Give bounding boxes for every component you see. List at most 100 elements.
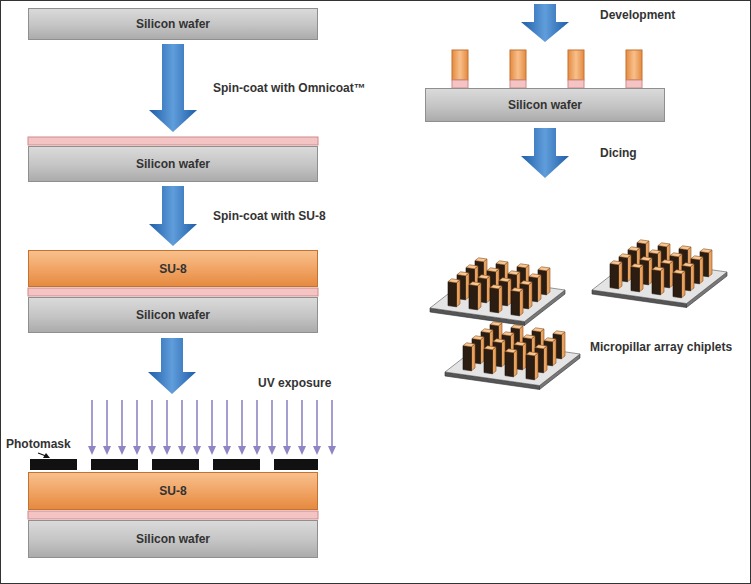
pillar-top — [679, 246, 691, 250]
pillar-side — [618, 262, 622, 289]
pillar-top — [529, 274, 541, 278]
silicon-wafer: Silicon wafer — [28, 146, 318, 182]
layer-name: Silicon wafer — [136, 17, 210, 31]
pillar-front — [526, 355, 534, 380]
pillar-top — [619, 254, 631, 258]
uv-ray — [91, 400, 93, 448]
process-arrow — [149, 186, 197, 246]
pillar-side — [465, 273, 469, 300]
pillar-top — [511, 325, 523, 329]
uv-ray-head — [268, 446, 276, 455]
process-arrow — [521, 128, 569, 178]
pillar-side — [537, 275, 541, 302]
su8-pillar — [568, 50, 584, 80]
uv-ray — [316, 400, 318, 448]
omnicoat-base — [568, 80, 584, 88]
omnicoat-base — [510, 80, 526, 88]
uv-ray — [286, 400, 288, 448]
pillar-side — [471, 344, 475, 371]
pillar-front — [631, 267, 639, 292]
photomask-bar — [91, 459, 138, 470]
pillar-front — [484, 349, 492, 374]
uv-ray-head — [223, 446, 231, 455]
pillar-front — [610, 264, 618, 289]
pillar-top — [475, 258, 487, 262]
pillar-top — [523, 335, 535, 339]
omnicoat-layer — [28, 137, 318, 145]
uv-ray — [106, 400, 108, 448]
uv-ray — [256, 400, 258, 448]
silicon-wafer: Silicon wafer — [28, 520, 318, 558]
uv-ray — [301, 400, 303, 448]
pillar-side — [507, 279, 511, 306]
step-label: Spin-coat with SU-8 — [213, 209, 326, 223]
uv-ray — [241, 400, 243, 448]
pillar-top — [505, 349, 517, 353]
pillar-top — [466, 265, 478, 269]
pillar-side — [660, 268, 664, 295]
caption-label: Micropillar array chiplets — [590, 340, 732, 354]
pillar-top — [670, 253, 682, 257]
pillar-front — [511, 291, 519, 316]
omnicoat-base — [626, 80, 642, 88]
su8-layer: SU-8 — [28, 472, 318, 510]
uv-ray — [226, 400, 228, 448]
pillar-top — [472, 336, 484, 340]
pillar-top — [478, 275, 490, 279]
pillar-top — [637, 240, 649, 244]
process-arrow — [149, 44, 197, 132]
pillar-top — [640, 257, 652, 261]
pillar-top — [520, 281, 532, 285]
pillar-top — [553, 331, 565, 335]
su8-pillar — [510, 50, 526, 80]
pillar-top — [631, 264, 643, 268]
pillar-top — [490, 322, 502, 326]
chiplets — [430, 240, 727, 390]
pillar-top — [502, 332, 514, 336]
uv-ray-head — [193, 446, 201, 455]
uv-rays — [88, 400, 336, 455]
uv-ray — [331, 400, 333, 448]
pillar-top — [673, 270, 685, 274]
pillar-side — [477, 283, 481, 310]
pillar-top — [535, 345, 547, 349]
uv-ray-head — [253, 446, 261, 455]
pillar-side — [681, 271, 685, 298]
pillar-top — [628, 247, 640, 251]
omnicoat-base — [452, 80, 468, 88]
layer-name: Silicon wafer — [136, 532, 210, 546]
uv-ray — [136, 400, 138, 448]
photomask-bar — [213, 459, 260, 470]
chiplet — [445, 322, 580, 390]
silicon-wafer: Silicon wafer — [28, 297, 318, 333]
omnicoat-layer — [28, 288, 318, 296]
uv-ray — [151, 400, 153, 448]
silicon-wafer: Silicon wafer — [425, 88, 665, 122]
pillar-top — [544, 338, 556, 342]
pillar-top — [490, 285, 502, 289]
pillar-top — [484, 346, 496, 350]
pillar-front — [673, 273, 681, 298]
process-arrow — [521, 4, 569, 42]
pillar-side — [669, 261, 673, 288]
pillar-front — [463, 346, 471, 371]
pillar-top — [700, 249, 712, 253]
photomask-bar — [274, 459, 318, 470]
pillar-side — [528, 282, 532, 309]
uv-ray-head — [148, 446, 156, 455]
pillar-side — [648, 258, 652, 285]
step-label: Dicing — [600, 146, 637, 160]
photomask-bar — [152, 459, 199, 470]
pillar-side — [543, 346, 547, 373]
layer-name: SU-8 — [159, 262, 186, 276]
pillar-top — [499, 278, 511, 282]
pillar-side — [486, 276, 490, 303]
pillar-top — [469, 282, 481, 286]
uv-ray — [196, 400, 198, 448]
pillar-side — [492, 347, 496, 374]
pillar-top — [691, 256, 703, 260]
uv-ray-head — [238, 446, 246, 455]
